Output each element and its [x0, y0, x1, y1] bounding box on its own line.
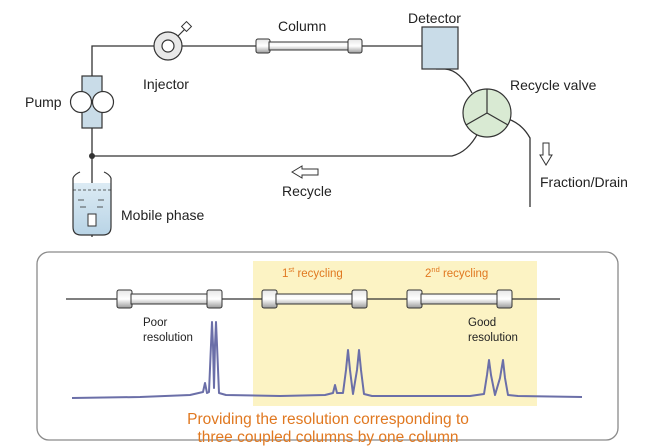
recycling-highlight: [253, 261, 537, 406]
recycle-arrow-icon: [291, 165, 319, 179]
chromatogram-trace: [71, 321, 583, 399]
first-recycling-label: 1st recycling: [282, 265, 343, 280]
detector-label: Detector: [408, 10, 461, 26]
junction-dot: [89, 153, 95, 159]
pump: [69, 75, 115, 129]
mobile-phase-reservoir: [72, 171, 112, 236]
column-top: [255, 38, 363, 54]
injector: [153, 20, 193, 61]
column-2: [261, 289, 368, 309]
recycle-label: Recycle: [282, 183, 332, 199]
detector: [421, 26, 459, 70]
column-3: [406, 289, 513, 309]
good-resolution-label-line2: resolution: [468, 332, 518, 344]
second-recycling-label: 2nd recycling: [425, 265, 488, 280]
column-label: Column: [278, 18, 326, 34]
good-resolution-label-line1: Good: [468, 317, 496, 329]
caption-line-2: three coupled columns by one column: [197, 429, 458, 446]
tubing: [91, 27, 531, 237]
fraction-drain-label: Fraction/Drain: [540, 174, 628, 190]
recycle-valve: [462, 88, 512, 138]
pump-label: Pump: [25, 94, 62, 110]
poor-resolution-label-line2: resolution: [143, 332, 193, 344]
caption-line-1: Providing the resolution corresponding t…: [187, 411, 469, 428]
recycle-valve-label: Recycle valve: [510, 77, 597, 93]
column-1: [116, 289, 223, 309]
drain-arrow-icon: [539, 142, 553, 166]
poor-resolution-label-line1: Poor: [143, 317, 167, 329]
mobile-phase-label: Mobile phase: [121, 207, 204, 223]
injector-label: Injector: [143, 76, 189, 92]
